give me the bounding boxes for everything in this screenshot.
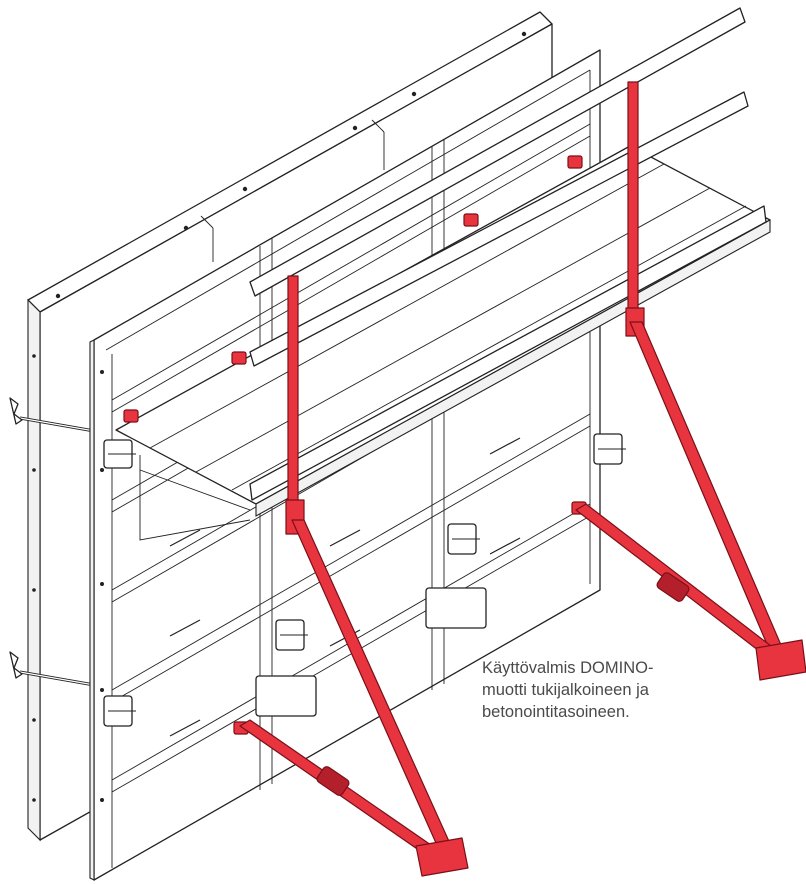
figure-caption: Käyttövalmis DOMINO- muotti tukijalkoine… (482, 657, 702, 723)
clamp-3 (275, 619, 308, 651)
caption-line-2: muotti tukijalkoineen ja (482, 681, 649, 699)
clamp-6 (255, 587, 487, 717)
tie-rod-lower (9, 651, 101, 688)
back-panel-bolts (32, 31, 527, 802)
formwork-clamps (103, 433, 626, 727)
caption-line-1: Käyttövalmis DOMINO- (482, 659, 654, 677)
prop-left (239, 275, 469, 877)
tie-rod-upper (9, 397, 101, 434)
caption-line-3: betonointitasoineen. (482, 703, 630, 721)
prop-right (575, 81, 806, 681)
clamp-1 (103, 439, 136, 469)
clamp-4 (447, 523, 480, 555)
clamp-2 (103, 695, 136, 727)
concreting-platform (115, 7, 771, 541)
clamp-5 (593, 433, 626, 465)
